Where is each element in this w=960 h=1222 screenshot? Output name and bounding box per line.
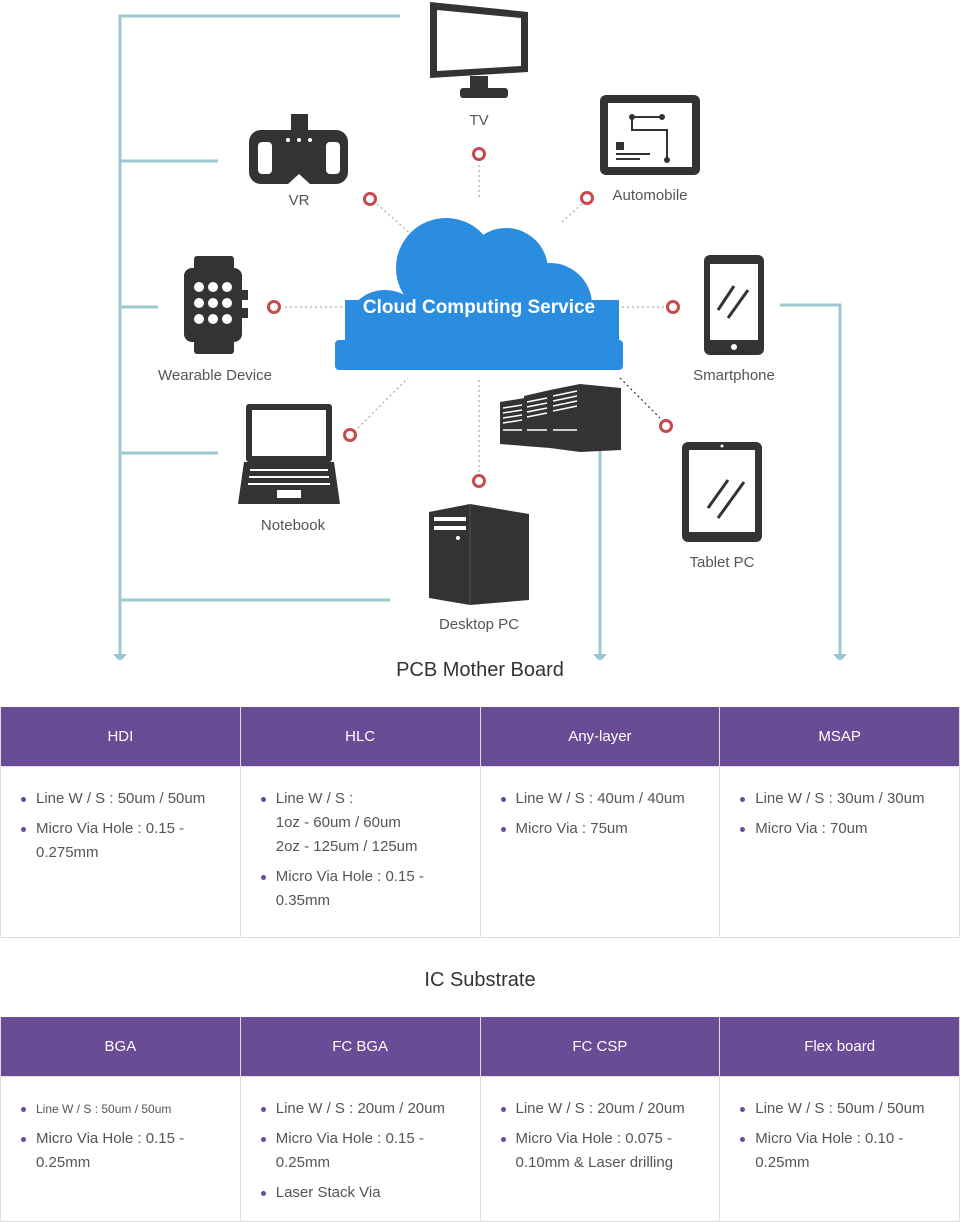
ic-cell-bga: Line W / S : 50um / 50um Micro Via Hole … (0, 1076, 241, 1222)
spec-item: Micro Via Hole : 0.10 - 0.25mm (740, 1127, 949, 1175)
tablet-icon (682, 442, 762, 542)
spec-item: Line W / S : 20um / 20um (260, 1097, 470, 1121)
dotted-links (285, 165, 664, 472)
pcb-header-hlc: HLC (239, 707, 481, 767)
desktop-label: Desktop PC (438, 616, 520, 633)
ic-cell-flex-board: Line W / S : 50um / 50um Micro Via Hole … (719, 1076, 960, 1222)
tv-label: TV (469, 112, 489, 129)
pcb-spec-table: HDI HLC Any-layer MSAP Line W / S : 50um… (0, 707, 960, 938)
spec-item: Line W / S : 1oz - 60um / 60um 2oz - 125… (260, 787, 470, 859)
spec-item: Line W / S : 40um / 40um (500, 787, 710, 811)
spec-item: Micro Via Hole : 0.15 - 0.25mm (260, 1127, 470, 1175)
tablet-label: Tablet PC (689, 554, 755, 571)
spec-item: Micro Via Hole : 0.075 - 0.10mm & Laser … (500, 1127, 710, 1175)
spec-item: Line W / S : 50um / 50um (740, 1097, 949, 1121)
pcb-cell-msap: Line W / S : 30um / 30um Micro Via : 70u… (719, 766, 960, 938)
vr-icon (249, 114, 348, 184)
wearable-label: Wearable Device (158, 367, 272, 384)
spec-item: Laser Stack Via (260, 1181, 470, 1205)
spec-item: Line W / S : 20um / 20um (500, 1097, 710, 1121)
ic-header-fc-bga: FC BGA (239, 1017, 481, 1077)
ic-cell-fc-csp: Line W / S : 20um / 20um Micro Via Hole … (479, 1076, 721, 1222)
connector-lines (118, 14, 842, 655)
automobile-icon (600, 95, 700, 175)
spec-item: Line W / S : 30um / 30um (740, 787, 949, 811)
ic-header-flex-board: Flex board (719, 1017, 960, 1077)
spec-item: Micro Via Hole : 0.15 - 0.35mm (260, 865, 470, 913)
cloud-device-diagram: Cloud Computing Service (113, 2, 847, 660)
spec-item: Micro Via : 70um (740, 817, 949, 841)
cloud-label: Cloud Computing Service (363, 297, 595, 318)
notebook-label: Notebook (260, 517, 326, 534)
ic-header-bga: BGA (0, 1017, 241, 1077)
pcb-cell-any-layer: Line W / S : 40um / 40um Micro Via : 75u… (479, 766, 721, 938)
vr-label: VR (288, 192, 310, 209)
pcb-header-any-layer: Any-layer (479, 707, 721, 767)
ic-section-title: IC Substrate (424, 969, 536, 991)
spec-item: Line W / S : 50um / 50um (21, 787, 230, 811)
smartphone-icon (704, 255, 764, 355)
pcb-cell-hdi: Line W / S : 50um / 50um Micro Via Hole … (0, 766, 241, 938)
wearable-icon (184, 256, 248, 354)
spec-item: Line W / S : 50um / 50um (21, 1097, 230, 1121)
connector-arrowheads (113, 654, 847, 660)
ic-cell-fc-bga: Line W / S : 20um / 20um Micro Via Hole … (239, 1076, 481, 1222)
spec-item: Micro Via Hole : 0.15 - 0.275mm (21, 817, 230, 865)
pcb-section-title: PCB Mother Board (396, 659, 564, 681)
connection-nodes (267, 147, 680, 488)
pcb-cell-hlc: Line W / S : 1oz - 60um / 60um 2oz - 125… (239, 766, 481, 938)
notebook-icon (238, 404, 340, 504)
desktop-icon (429, 504, 529, 605)
ic-spec-table: BGA FC BGA FC CSP Flex board Line W / S … (0, 1017, 960, 1222)
spec-item: Micro Via : 75um (500, 817, 710, 841)
spec-item: Micro Via Hole : 0.15 - 0.25mm (21, 1127, 230, 1175)
server-icon (500, 384, 621, 452)
tv-icon (430, 2, 528, 98)
smartphone-label: Smartphone (693, 367, 775, 384)
automobile-label: Automobile (612, 187, 688, 204)
pcb-header-msap: MSAP (719, 707, 960, 767)
cloud-icon (335, 218, 623, 370)
pcb-header-hdi: HDI (0, 707, 241, 767)
ic-header-fc-csp: FC CSP (479, 1017, 721, 1077)
